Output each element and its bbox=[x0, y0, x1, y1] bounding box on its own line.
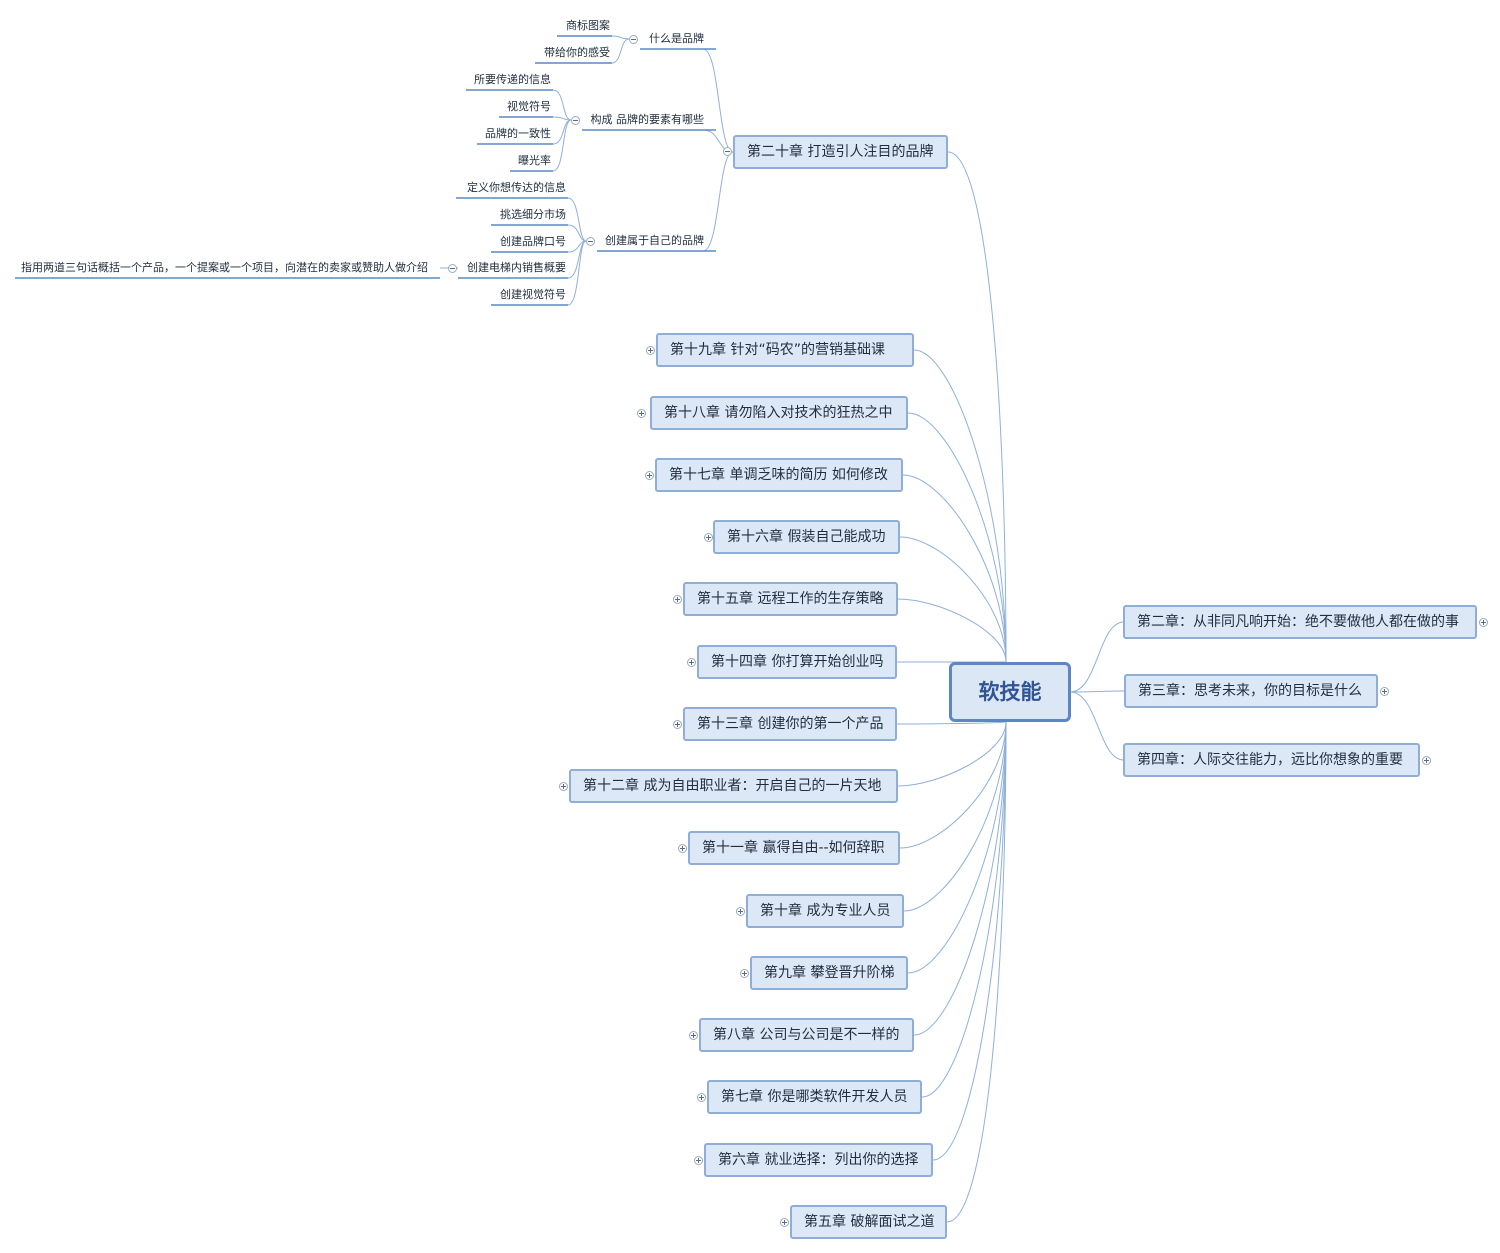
expand-toggle-icon[interactable] bbox=[780, 1218, 789, 1227]
expand-toggle-icon[interactable] bbox=[673, 595, 682, 604]
chapter-16-node[interactable]: 第十六章 假装自己能成功 bbox=[713, 520, 900, 554]
expand-toggle-icon[interactable] bbox=[1422, 756, 1431, 765]
left-branch-connector-15 bbox=[946, 721, 1007, 1223]
left-branch-connector-0 bbox=[947, 151, 1007, 663]
chapter-13-node[interactable]: 第十三章 创建你的第一个产品 bbox=[683, 707, 897, 741]
expand-toggle-icon[interactable] bbox=[740, 969, 749, 978]
chapter-19-node[interactable]: 第十九章 针对“码农”的营销基础课 bbox=[656, 333, 914, 367]
left-branch-connector-12 bbox=[913, 721, 1007, 1036]
left-branch-connector-2 bbox=[907, 412, 1007, 663]
leaf-connector-b2 bbox=[552, 119, 572, 145]
collapse-toggle-icon[interactable] bbox=[571, 116, 580, 125]
left-branch-connector-3 bbox=[902, 474, 1007, 663]
chapter-5-node[interactable]: 第五章 破解面试之道 bbox=[790, 1205, 947, 1239]
collapse-toggle-icon[interactable] bbox=[629, 35, 638, 44]
expand-toggle-icon[interactable] bbox=[736, 907, 745, 916]
chapter-4-node[interactable]: 第四章：人际交往能力，远比你想象的重要 bbox=[1123, 743, 1420, 777]
leaf-message[interactable]: 所要传递的信息 bbox=[474, 73, 551, 86]
chapter-6-node[interactable]: 第六章 就业选择：列出你的选择 bbox=[704, 1143, 933, 1177]
leaf-niche[interactable]: 挑选细分市场 bbox=[500, 208, 566, 221]
root-node[interactable]: 软技能 bbox=[949, 662, 1071, 722]
subtopic-what-is-brand[interactable]: 什么是品牌 bbox=[649, 32, 704, 45]
expand-toggle-icon[interactable] bbox=[559, 782, 568, 791]
chapter-15-node[interactable]: 第十五章 远程工作的生存策略 bbox=[683, 582, 898, 616]
left-branch-connector-8 bbox=[897, 721, 1007, 787]
leaf-connector-b0 bbox=[552, 89, 572, 121]
left-branch-connector-1 bbox=[913, 349, 1007, 663]
expand-toggle-icon[interactable] bbox=[646, 346, 655, 355]
ch20-connector-2 bbox=[702, 151, 734, 252]
expand-toggle-icon[interactable] bbox=[1380, 687, 1389, 696]
chapter-12-node[interactable]: 第十二章 成为自由职业者：开启自己的一片天地 bbox=[569, 769, 898, 803]
left-branch-connector-14 bbox=[932, 721, 1007, 1161]
subtopic-brand-elements[interactable]: 构成 品牌的要素有哪些 bbox=[590, 113, 705, 126]
leaf-elevator-pitch-detail[interactable]: 指用两道三句话概括一个产品，一个提案或一个项目，向潜在的卖家或赞助人做介绍 bbox=[21, 261, 428, 274]
chapter-17-node[interactable]: 第十七章 单调乏味的简历 如何修改 bbox=[655, 458, 903, 492]
left-branch-connector-9 bbox=[899, 721, 1007, 849]
chapter-14-node[interactable]: 第十四章 你打算开始创业吗 bbox=[697, 645, 897, 679]
collapse-toggle-icon[interactable] bbox=[448, 264, 457, 273]
leaf-visual-symbol[interactable]: 视觉符号 bbox=[507, 100, 551, 113]
leaf-connector-c4 bbox=[567, 240, 587, 306]
chapter-2-node[interactable]: 第二章：从非同凡响开始：绝不要做他人都在做的事 bbox=[1123, 605, 1477, 639]
right-branch-connector-0 bbox=[1069, 621, 1125, 693]
leaf-elevator-pitch[interactable]: 创建电梯内销售概要 bbox=[467, 261, 566, 274]
leaf-exposure[interactable]: 曝光率 bbox=[518, 154, 551, 167]
right-branch-connector-2 bbox=[1069, 691, 1125, 761]
ch20-connector-0 bbox=[702, 48, 734, 153]
expand-toggle-icon[interactable] bbox=[673, 720, 682, 729]
leaf-connector-c1 bbox=[567, 224, 587, 242]
left-branch-connector-10 bbox=[903, 721, 1007, 912]
leaf-connector-a0 bbox=[611, 35, 630, 40]
subtopic-create-own-brand[interactable]: 创建属于自己的品牌 bbox=[605, 234, 704, 247]
chapter-10-node[interactable]: 第十章 成为专业人员 bbox=[746, 894, 904, 928]
expand-toggle-icon[interactable] bbox=[645, 471, 654, 480]
right-branch-connector-1 bbox=[1069, 690, 1125, 693]
expand-toggle-icon[interactable] bbox=[637, 409, 646, 418]
leaf-consistency[interactable]: 品牌的一致性 bbox=[485, 127, 551, 140]
expand-toggle-icon[interactable] bbox=[687, 658, 696, 667]
leaf-feeling[interactable]: 带给你的感受 bbox=[544, 46, 610, 59]
chapter-11-node[interactable]: 第十一章 赢得自由--如何辞职 bbox=[688, 831, 900, 865]
chapter-18-node[interactable]: 第十八章 请勿陷入对技术的狂热之中 bbox=[650, 396, 908, 430]
chapter-7-node[interactable]: 第七章 你是哪类软件开发人员 bbox=[707, 1080, 922, 1114]
chapter-8-node[interactable]: 第八章 公司与公司是不一样的 bbox=[699, 1018, 914, 1052]
left-branch-connector-5 bbox=[897, 598, 1007, 663]
chapter-3-node[interactable]: 第三章：思考未来，你的目标是什么 bbox=[1124, 674, 1378, 708]
leaf-connector-c3 bbox=[567, 240, 587, 279]
leaf-connector-b3 bbox=[552, 119, 572, 172]
collapse-toggle-icon[interactable] bbox=[586, 237, 595, 246]
leaf-logo-pattern[interactable]: 商标图案 bbox=[566, 19, 610, 32]
left-branch-connector-13 bbox=[921, 721, 1007, 1098]
expand-toggle-icon[interactable] bbox=[694, 1156, 703, 1165]
expand-toggle-icon[interactable] bbox=[1479, 618, 1488, 627]
leaf-create-visual-symbol[interactable]: 创建视觉符号 bbox=[500, 288, 566, 301]
left-branch-connector-11 bbox=[907, 721, 1007, 974]
chapter-9-node[interactable]: 第九章 攀登晋升阶梯 bbox=[750, 956, 908, 990]
leaf-connector-c0 bbox=[567, 197, 587, 242]
leaf-slogan[interactable]: 创建品牌口号 bbox=[500, 235, 566, 248]
leaf-define-message[interactable]: 定义你想传达的信息 bbox=[467, 181, 566, 194]
leaf-connector-a1 bbox=[611, 38, 630, 64]
left-branch-connector-4 bbox=[899, 536, 1007, 663]
expand-toggle-icon[interactable] bbox=[697, 1093, 706, 1102]
collapse-toggle-icon[interactable] bbox=[723, 147, 732, 156]
expand-toggle-icon[interactable] bbox=[689, 1031, 698, 1040]
expand-toggle-icon[interactable] bbox=[678, 844, 687, 853]
chapter-20-node[interactable]: 第二十章 打造引人注目的品牌 bbox=[733, 135, 948, 169]
left-branch-connector-7 bbox=[896, 721, 1007, 725]
expand-toggle-icon[interactable] bbox=[704, 533, 713, 542]
